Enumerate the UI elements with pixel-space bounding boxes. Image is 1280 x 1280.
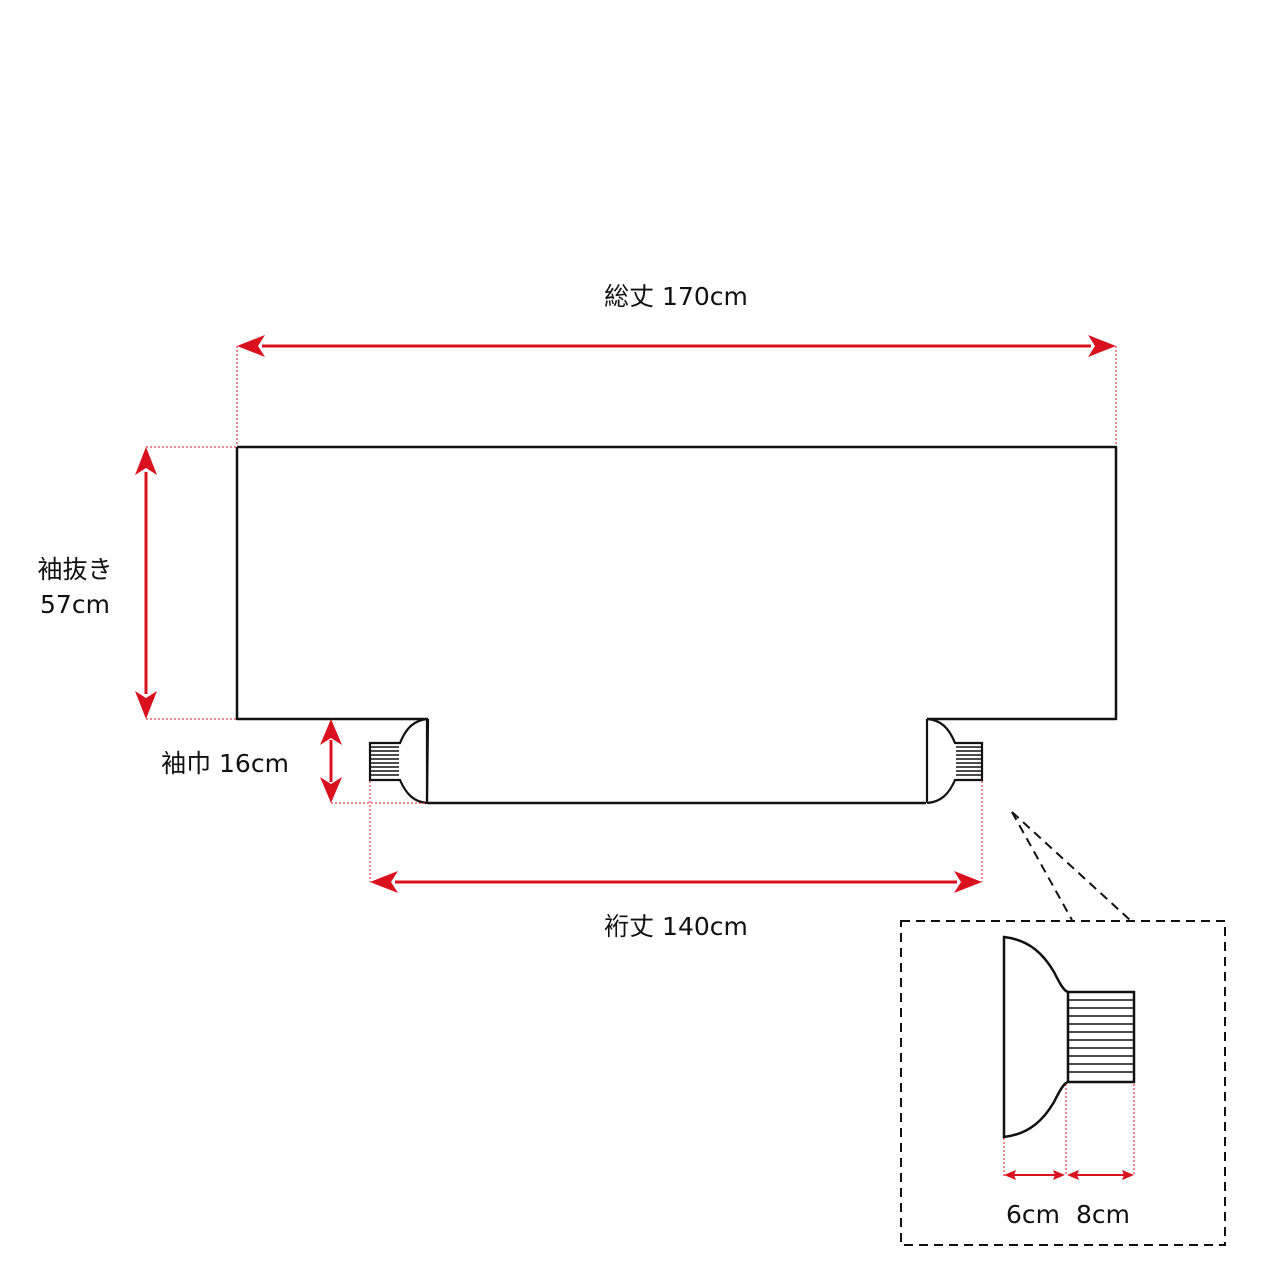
left-cuff (368, 717, 430, 805)
garment-outline (235, 445, 1118, 805)
detail-rib-stripes (1068, 999, 1133, 1073)
sleeve-length-arrow (370, 871, 982, 893)
sleeve-drop-arrow (135, 447, 157, 719)
detail-callout-box (900, 920, 1226, 1246)
total-length-arrow (237, 335, 1116, 357)
sleeve-drop-label-line1: 袖抜き (37, 555, 112, 584)
detail-cuff (1002, 935, 1136, 1139)
left-rib-stripes (371, 746, 399, 776)
garment-body-outline (235, 445, 1118, 721)
detail-rib-arrow (1067, 1170, 1134, 1180)
detail-extension-lines (1003, 1084, 1135, 1176)
right-rib-stripes (956, 746, 981, 776)
left-cuff-curve (368, 717, 430, 805)
extension-lines (146, 346, 1117, 882)
right-cuff-curve (926, 717, 984, 805)
sleeve-drop-label-line2: 57cm (40, 590, 110, 619)
detail-cuff-arrow (1004, 1170, 1065, 1180)
detail-rib-label: 8cm (1076, 1200, 1130, 1229)
right-cuff (925, 717, 984, 805)
detail-cuff-shape (1002, 935, 1136, 1139)
detail-cuff-label: 6cm (1006, 1200, 1060, 1229)
total-length-label: 総丈 170cm (604, 282, 748, 311)
sleeve-length-label: 裄丈 140cm (604, 912, 748, 941)
cuff-width-arrow (320, 719, 342, 803)
cuff-width-label: 袖巾 16cm (161, 749, 289, 778)
detail-callout-leaders (1011, 811, 1131, 921)
